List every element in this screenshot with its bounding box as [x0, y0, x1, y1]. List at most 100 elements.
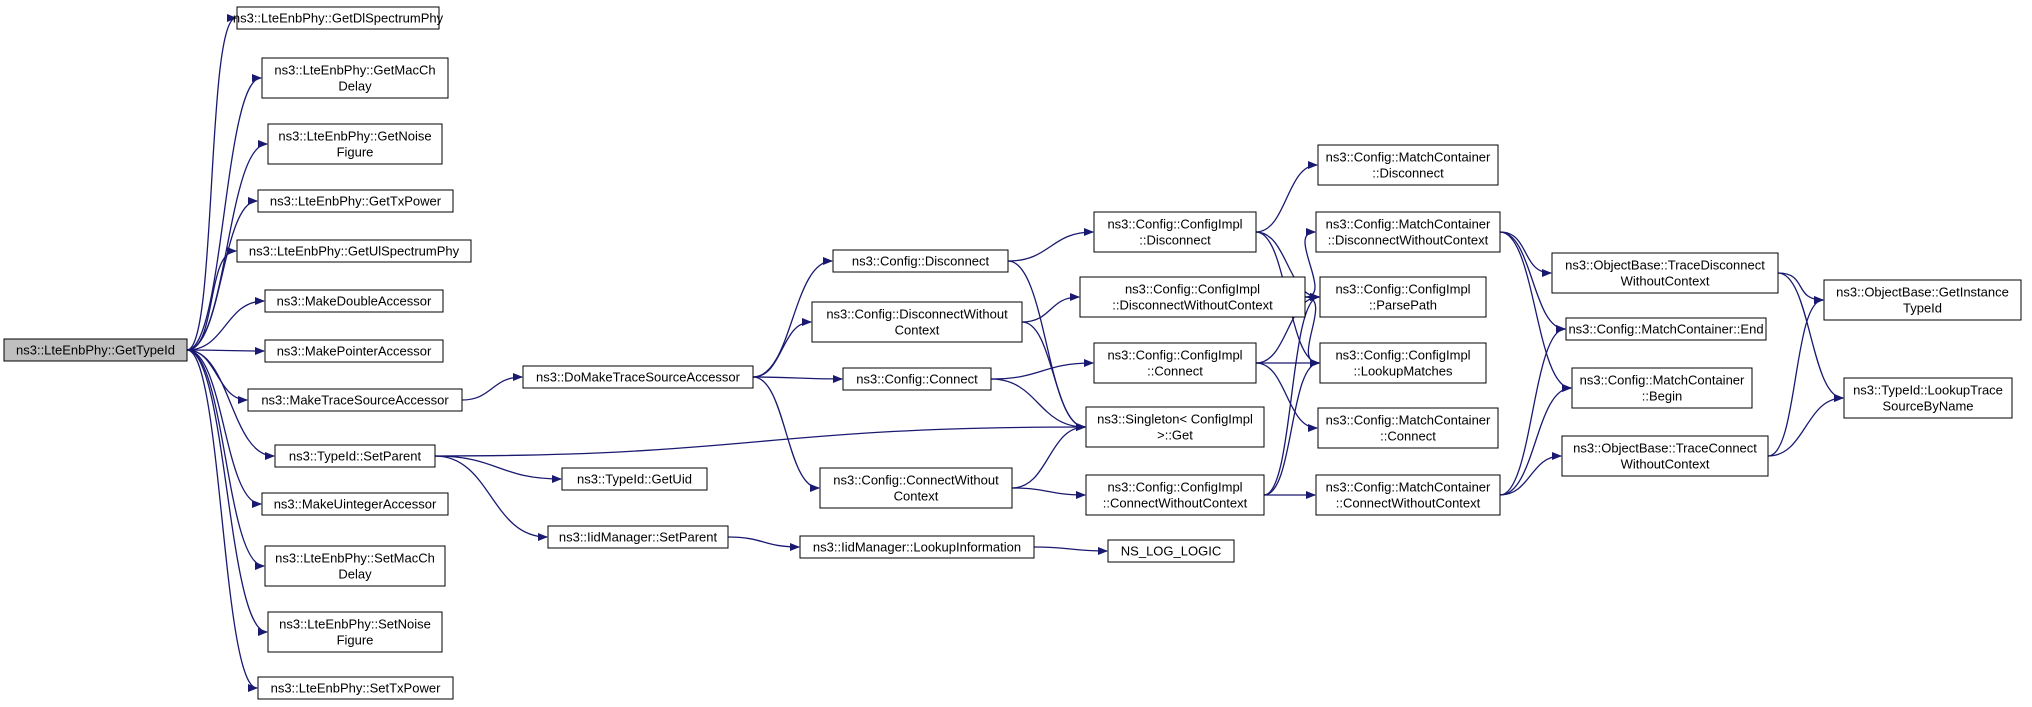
- node-label: ns3::LteEnbPhy::SetTxPower: [271, 681, 441, 696]
- node-mcEnd[interactable]: ns3::Config::MatchContainer::End: [1565, 317, 1767, 341]
- node-box: [811, 301, 1023, 343]
- node-label: WithoutContext: [1621, 457, 1710, 472]
- edge-implDisconnect-to-implParsePath: [1255, 231, 1320, 301]
- node-implDisconnectWo[interactable]: ns3::Config::ConfigImpl::DisconnectWitho…: [1079, 276, 1306, 318]
- node-implConnect[interactable]: ns3::Config::ConfigImpl::Connect: [1093, 342, 1257, 384]
- node-mcConnect[interactable]: ns3::Config::MatchContainer::Connect: [1317, 407, 1499, 449]
- node-label: ::ConnectWithoutContext: [1103, 496, 1248, 511]
- node-obTraceDisc[interactable]: ns3::ObjectBase::TraceDisconnectWithoutC…: [1551, 252, 1779, 294]
- edge-implConnectWo-to-implParsePath: [1263, 293, 1320, 496]
- node-box: [1571, 367, 1753, 409]
- node-box: [842, 367, 992, 391]
- edge-implConnect-to-mcConnect: [1255, 362, 1318, 432]
- node-box: [1107, 539, 1235, 563]
- node-box: [819, 467, 1013, 509]
- node-getTxPower[interactable]: ns3::LteEnbPhy::GetTxPower: [257, 189, 454, 213]
- node-label: Context: [895, 323, 940, 338]
- node-label: ns3::TypeId::GetUid: [577, 472, 692, 487]
- node-label: ns3::MakeUintegerAccessor: [274, 497, 437, 512]
- node-label: ns3::Config::MatchContainer: [1326, 480, 1491, 495]
- node-box: [1843, 377, 2013, 419]
- edge-setParent-to-singletonGet: [434, 423, 1086, 457]
- node-box: [1085, 474, 1265, 516]
- node-getDlSpec[interactable]: ns3::LteEnbPhy::GetDlSpectrumPhy: [233, 6, 444, 30]
- node-box: [1085, 406, 1265, 448]
- edge-setParent-to-iidSetParent: [434, 455, 548, 541]
- edge-root-to-getDlSpec: [186, 14, 237, 351]
- node-label: ::ConnectWithoutContext: [1336, 496, 1481, 511]
- node-label: ns3::LteEnbPhy::GetUlSpectrumPhy: [249, 244, 460, 259]
- node-nsLogLogic[interactable]: NS_LOG_LOGIC: [1107, 539, 1235, 563]
- node-label: ns3::ObjectBase::TraceDisconnect: [1565, 258, 1765, 273]
- node-label: ns3::TypeId::LookupTrace: [1853, 383, 2003, 398]
- node-implConnectWo[interactable]: ns3::Config::ConfigImpl::ConnectWithoutC…: [1085, 474, 1265, 516]
- edge-mcDisconnectWo-to-mcBegin: [1499, 231, 1572, 392]
- node-makePointer[interactable]: ns3::MakePointerAccessor: [264, 339, 444, 363]
- edge-root-to-makeDouble: [186, 297, 265, 351]
- node-cfgDisconnectWo[interactable]: ns3::Config::DisconnectWithoutContext: [811, 301, 1023, 343]
- node-setParent[interactable]: ns3::TypeId::SetParent: [274, 444, 436, 468]
- node-box: [1319, 342, 1487, 384]
- node-box: [561, 467, 708, 491]
- edge-iidSetParent-to-lookupInfo: [727, 536, 800, 551]
- edge-cfgConnect-to-singletonGet: [990, 378, 1086, 431]
- node-box: [247, 388, 463, 412]
- node-label: ns3::Config::ConnectWithout: [833, 473, 999, 488]
- node-makeDouble[interactable]: ns3::MakeDoubleAccessor: [264, 289, 444, 313]
- edge-implDisconnectWo-to-implLookup: [1304, 296, 1320, 367]
- node-box: [264, 289, 444, 313]
- node-makeTrace[interactable]: ns3::MakeTraceSourceAccessor: [247, 388, 463, 412]
- node-implDisconnect[interactable]: ns3::Config::ConfigImpl::Disconnect: [1093, 211, 1257, 253]
- node-mcDisconnectWo[interactable]: ns3::Config::MatchContainer::DisconnectW…: [1315, 211, 1501, 253]
- edge-makeTrace-to-doMakeTrace: [461, 373, 523, 401]
- node-mcBegin[interactable]: ns3::Config::MatchContainer::Begin: [1571, 367, 1753, 409]
- node-label: ns3::Singleton< ConfigImpl: [1097, 412, 1253, 427]
- node-makeUint[interactable]: ns3::MakeUintegerAccessor: [261, 492, 449, 516]
- node-label: TypeId: [1903, 301, 1942, 316]
- edge-root-to-getTxPower: [186, 197, 258, 351]
- node-box: [261, 492, 449, 516]
- node-box: [1093, 211, 1257, 253]
- node-label: ::Disconnect: [1372, 166, 1444, 181]
- node-mcDisconnect[interactable]: ns3::Config::MatchContainer::Disconnect: [1317, 144, 1499, 186]
- edge-obTraceConn-to-lookupTrace: [1767, 394, 1844, 457]
- node-obTraceConn[interactable]: ns3::ObjectBase::TraceConnectWithoutCont…: [1561, 435, 1769, 477]
- edge-obTraceConn-to-obGetInstance: [1767, 296, 1824, 457]
- node-box: [1315, 211, 1501, 253]
- node-setTxPower[interactable]: ns3::LteEnbPhy::SetTxPower: [257, 676, 454, 700]
- edge-root-to-getUlSpec: [186, 247, 237, 351]
- edge-implDisconnect-to-mcDisconnect: [1255, 161, 1318, 233]
- node-mcConnectWo[interactable]: ns3::Config::MatchContainer::ConnectWith…: [1315, 474, 1501, 516]
- node-box: [267, 123, 443, 165]
- node-implLookup[interactable]: ns3::Config::ConfigImpl::LookupMatches: [1319, 342, 1487, 384]
- edge-root-to-setParent: [186, 349, 275, 460]
- node-label: ns3::Config::ConfigImpl: [1335, 282, 1470, 297]
- edge-doMakeTrace-to-cfgDisconnect: [752, 257, 833, 378]
- node-cfgDisconnect[interactable]: ns3::Config::Disconnect: [832, 249, 1009, 273]
- node-box: [1565, 317, 1767, 341]
- node-root[interactable]: ns3::LteEnbPhy::GetTypeId: [3, 338, 188, 362]
- node-implParsePath[interactable]: ns3::Config::ConfigImpl::ParsePath: [1319, 276, 1487, 318]
- node-label: >::Get: [1157, 428, 1193, 443]
- node-box: [1823, 279, 2022, 321]
- node-iidSetParent[interactable]: ns3::IidManager::SetParent: [547, 525, 729, 549]
- node-cfgConnectWo[interactable]: ns3::Config::ConnectWithoutContext: [819, 467, 1013, 509]
- node-label: ns3::TypeId::SetParent: [289, 449, 422, 464]
- node-singletonGet[interactable]: ns3::Singleton< ConfigImpl>::Get: [1085, 406, 1265, 448]
- node-box: [1319, 276, 1487, 318]
- node-getUlSpec[interactable]: ns3::LteEnbPhy::GetUlSpectrumPhy: [236, 239, 472, 263]
- edge-obTraceDisc-to-lookupTrace: [1777, 272, 1844, 402]
- node-cfgConnect[interactable]: ns3::Config::Connect: [842, 367, 992, 391]
- edge-mcConnectWo-to-mcBegin: [1499, 384, 1572, 496]
- node-getUid[interactable]: ns3::TypeId::GetUid: [561, 467, 708, 491]
- node-label: ns3::DoMakeTraceSourceAccessor: [536, 370, 741, 385]
- node-doMakeTrace[interactable]: ns3::DoMakeTraceSourceAccessor: [522, 365, 754, 389]
- edge-cfgDisconnectWo-to-singletonGet: [1021, 321, 1086, 431]
- node-lookupInfo[interactable]: ns3::IidManager::LookupInformation: [799, 535, 1035, 559]
